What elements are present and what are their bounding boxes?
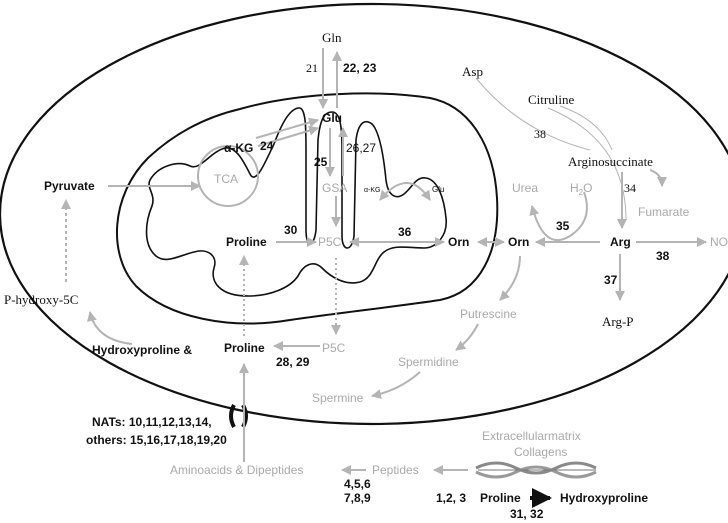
reaction-21: 21: [306, 61, 318, 75]
gln-label: Gln: [322, 30, 342, 45]
reaction-24: 24: [260, 139, 274, 153]
aminoacids-label: Aminoacids & Dipeptides: [170, 463, 303, 477]
collagen-fiber-icon: [476, 463, 596, 477]
reaction-36: 36: [398, 225, 412, 239]
spermidine-label: Spermidine: [398, 355, 459, 369]
mitochondrion-cristae: [147, 108, 447, 296]
asp-label: Asp: [462, 64, 483, 79]
orn-cyto-label: Orn: [508, 235, 529, 249]
ecm-label: Extracellularmatrix: [482, 429, 581, 443]
reaction-25: 25: [314, 155, 328, 169]
akg-small-label: α-KG: [364, 187, 381, 194]
h2o-label: H2O: [570, 181, 592, 197]
urea-label: Urea: [512, 181, 538, 195]
reaction-22-23: 22, 23: [343, 61, 377, 75]
putrescine-label: Putrescine: [460, 307, 517, 321]
reaction-7-8-9: 7,8,9: [344, 491, 371, 505]
reaction-31-32: 31, 32: [510, 507, 544, 521]
nats-label: NATs: 10,11,12,13,14,: [92, 415, 212, 429]
reaction-37: 37: [604, 273, 618, 287]
proline-mito-label: Proline: [226, 235, 267, 249]
reaction-1-2-3: 1,2, 3: [436, 491, 466, 505]
no-label: NO: [710, 235, 728, 249]
reaction-38b: 38: [656, 249, 670, 263]
reaction-4-5-6: 4,5,6: [344, 477, 371, 491]
glu-mito-label: Glu: [322, 111, 342, 125]
arg-label: Arg: [610, 235, 631, 249]
reaction-35: 35: [556, 219, 570, 233]
reaction-34: 34: [624, 181, 636, 195]
akg-mito-label: α-KG: [224, 141, 253, 155]
proline-cyto-label: Proline: [224, 341, 265, 355]
reaction-28-29: 28, 29: [276, 355, 310, 369]
orn-mito-label: Orn: [448, 235, 469, 249]
proline-ext-label: Proline: [480, 491, 521, 505]
reaction-38a: 38: [534, 127, 546, 141]
arginosuccinate-label: Arginosuccinate: [568, 154, 653, 169]
hydroxyproline-and-label: Hydroxyproline &: [92, 343, 192, 357]
reaction-30: 30: [284, 223, 298, 237]
reaction-26-27: 26,27: [346, 141, 376, 155]
collagens-label: Collagens: [514, 445, 567, 459]
p5c-mito-label: P5C: [318, 235, 342, 249]
tca-label: TCA: [214, 172, 238, 186]
spermine-label: Spermine: [312, 391, 364, 405]
peptides-label: Peptides: [372, 463, 419, 477]
glu-small-label: Glu: [432, 185, 444, 194]
argp-label: Arg-P: [602, 314, 634, 329]
gsa-label: GSA: [322, 181, 347, 195]
fumarate-label: Fumarate: [638, 205, 690, 219]
mitochondrion-outer-membrane: [117, 93, 497, 323]
hydroxyproline-ext-label: Hydroxyproline: [560, 491, 648, 505]
citruline-label: Citruline: [528, 92, 574, 107]
p-hydroxy-label: P-hydroxy-5C: [4, 292, 78, 307]
p5c-cyto-label: P5C: [322, 341, 346, 355]
others-label: others: 15,16,17,18,19,20: [86, 433, 227, 447]
pyruvate-label: Pyruvate: [44, 179, 95, 193]
